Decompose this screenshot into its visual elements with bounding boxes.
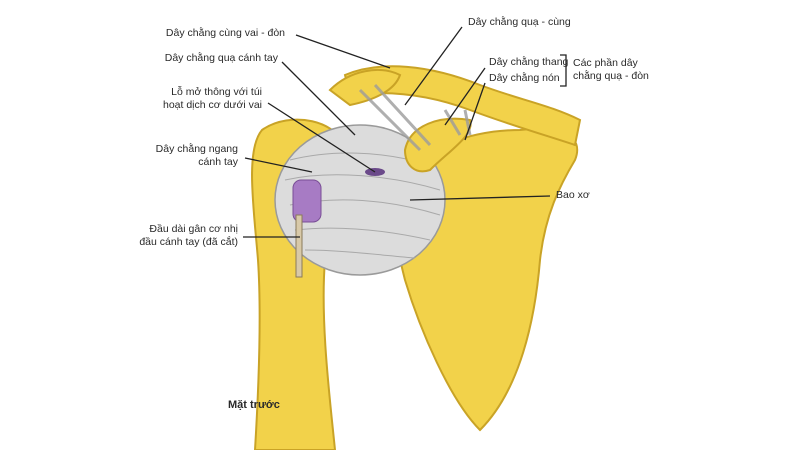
label-coracoacromial: Dây chằng quạ - cùng <box>468 16 571 28</box>
label-coracohumeral: Dây chằng quạ cánh tay <box>164 52 278 64</box>
label-line: Dây chằng ngang <box>155 143 238 155</box>
leader-lines <box>243 26 567 238</box>
label-line: cánh tay <box>198 156 238 168</box>
view-caption: Mặt trước <box>228 399 280 411</box>
label-bursa-opening: Lỗ mở thông với túi hoạt dịch cơ dưới va… <box>163 86 262 112</box>
label-trapezoid: Dây chằng thang <box>489 56 569 68</box>
label-acromioclavicular: Dây chằng cùng vai - đòn <box>165 27 285 39</box>
coracoid <box>403 117 472 173</box>
label-line: chằng quạ - đòn <box>573 70 649 82</box>
label-line: hoạt dịch cơ dưới vai <box>162 99 262 111</box>
label-line: Lỗ mở thông với túi <box>171 86 262 98</box>
label-line: đầu cánh tay (đã cắt) <box>139 236 238 248</box>
label-line: Các phần dây <box>573 57 638 69</box>
label-capsule: Bao xơ <box>556 189 590 201</box>
label-line: Đầu dài gân cơ nhị <box>149 223 238 235</box>
acromion <box>328 69 402 107</box>
biceps-tendon <box>292 179 322 223</box>
label-transverse-ligament: Dây chằng ngang cánh tay <box>156 143 238 169</box>
label-coracoclavicular-group: Các phần dây chằng quạ - đòn <box>573 57 649 83</box>
clavicle <box>343 65 582 147</box>
label-biceps-tendon: Đầu dài gân cơ nhị đầu cánh tay (đã cắt) <box>139 223 238 249</box>
label-conoid: Dây chằng nón <box>489 72 560 84</box>
